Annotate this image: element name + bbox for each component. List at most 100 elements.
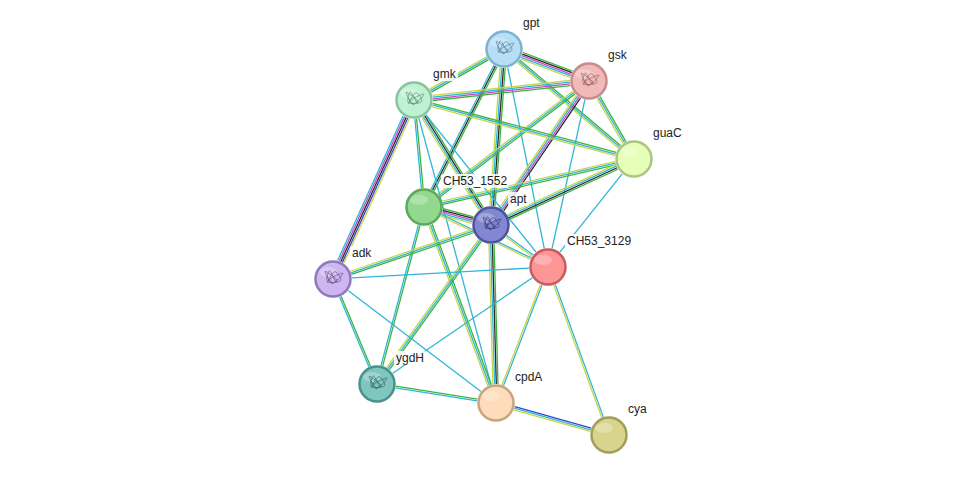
node-circle: [615, 140, 653, 178]
interaction-edge: [554, 285, 604, 418]
interaction-edge: [514, 407, 591, 432]
evidence-line: [342, 118, 407, 262]
interaction-edge: [500, 95, 581, 210]
evidence-line: [388, 240, 480, 368]
protein-label: gmk: [431, 67, 458, 81]
evidence-line: [341, 296, 370, 366]
interaction-edge: [381, 225, 420, 366]
protein-node: adk: [314, 260, 352, 298]
evidence-line: [600, 97, 626, 142]
evidence-line: [598, 97, 624, 142]
evidence-line: [507, 165, 615, 215]
interaction-edge: [348, 291, 481, 392]
protein-node: CH53_3129: [529, 248, 567, 286]
evidence-line: [514, 410, 590, 432]
interaction-edge: [506, 236, 533, 257]
evidence-line: [352, 268, 529, 278]
interaction-edge: [489, 244, 498, 384]
interaction-edge: [441, 209, 473, 224]
interaction-edge: [396, 386, 478, 401]
evidence-line: [489, 244, 493, 384]
protein-label: ygdH: [394, 351, 426, 365]
evidence-line: [555, 285, 603, 417]
evidence-line: [514, 408, 590, 430]
interaction-edge: [430, 57, 489, 92]
protein-node: guaC: [615, 140, 653, 178]
protein-node: gsk: [570, 62, 608, 100]
interaction-edge: [340, 296, 371, 367]
node-circle: [314, 260, 352, 298]
protein-node: apt: [472, 206, 510, 244]
interaction-edge: [521, 53, 573, 78]
evidence-line: [433, 84, 570, 99]
node-circle: [472, 206, 510, 244]
evidence-line: [521, 57, 570, 76]
evidence-line: [597, 98, 623, 143]
evidence-line: [509, 168, 617, 218]
evidence-line: [415, 119, 421, 188]
evidence-line: [506, 237, 532, 256]
protein-node: CH53_1552: [405, 188, 443, 226]
protein-node: cya: [590, 416, 628, 454]
node-circle: [590, 416, 628, 454]
evidence-line: [351, 231, 473, 273]
evidence-line: [433, 82, 570, 97]
protein-label: cya: [626, 402, 649, 416]
interaction-edge: [431, 65, 497, 191]
interaction-edge: [352, 268, 529, 278]
evidence-line: [554, 285, 602, 417]
evidence-line: [348, 291, 481, 392]
evidence-line: [433, 103, 616, 152]
evidence-line: [508, 166, 616, 216]
node-circle: [529, 248, 567, 286]
evidence-line: [429, 225, 488, 385]
evidence-line: [431, 65, 494, 189]
interaction-edge: [432, 103, 616, 155]
interaction-edge: [438, 91, 575, 197]
evidence-line: [434, 67, 497, 191]
evidence-line: [341, 117, 406, 261]
evidence-line: [522, 54, 571, 73]
evidence-line: [521, 59, 570, 78]
node-circle: [477, 384, 515, 422]
evidence-line: [381, 225, 418, 365]
evidence-line: [440, 94, 575, 197]
evidence-line: [339, 117, 404, 261]
protein-node: ygdH: [358, 365, 396, 403]
interaction-edge: [419, 118, 491, 384]
evidence-line: [387, 239, 479, 367]
evidence-line: [396, 388, 477, 401]
protein-label: guaC: [651, 126, 684, 140]
evidence-line: [383, 226, 420, 366]
protein-label: cpdA: [513, 370, 544, 384]
protein-label: CH53_3129: [565, 234, 633, 248]
evidence-line: [350, 230, 472, 272]
interaction-edge: [507, 165, 618, 220]
evidence-line: [432, 107, 615, 156]
protein-label: gsk: [606, 48, 629, 62]
node-circle: [485, 30, 523, 68]
evidence-line: [338, 116, 403, 260]
protein-node: gmk: [395, 81, 433, 119]
evidence-line: [396, 386, 477, 399]
evidence-line: [515, 407, 591, 429]
evidence-line: [431, 58, 488, 90]
interaction-edge: [597, 97, 626, 144]
protein-label: gpt: [521, 16, 542, 30]
interaction-edge: [508, 68, 544, 249]
evidence-line: [344, 119, 409, 263]
evidence-line: [522, 56, 571, 75]
protein-node: gpt: [485, 30, 523, 68]
node-circle: [405, 188, 443, 226]
evidence-line: [433, 81, 570, 96]
evidence-line: [439, 93, 574, 196]
evidence-line: [340, 297, 369, 367]
evidence-line: [504, 98, 581, 211]
interaction-edge: [517, 60, 620, 148]
interaction-edge: [433, 81, 571, 101]
evidence-line: [507, 236, 533, 255]
protein-label: apt: [508, 192, 529, 206]
evidence-line: [419, 118, 491, 384]
interaction-edge: [429, 224, 491, 386]
